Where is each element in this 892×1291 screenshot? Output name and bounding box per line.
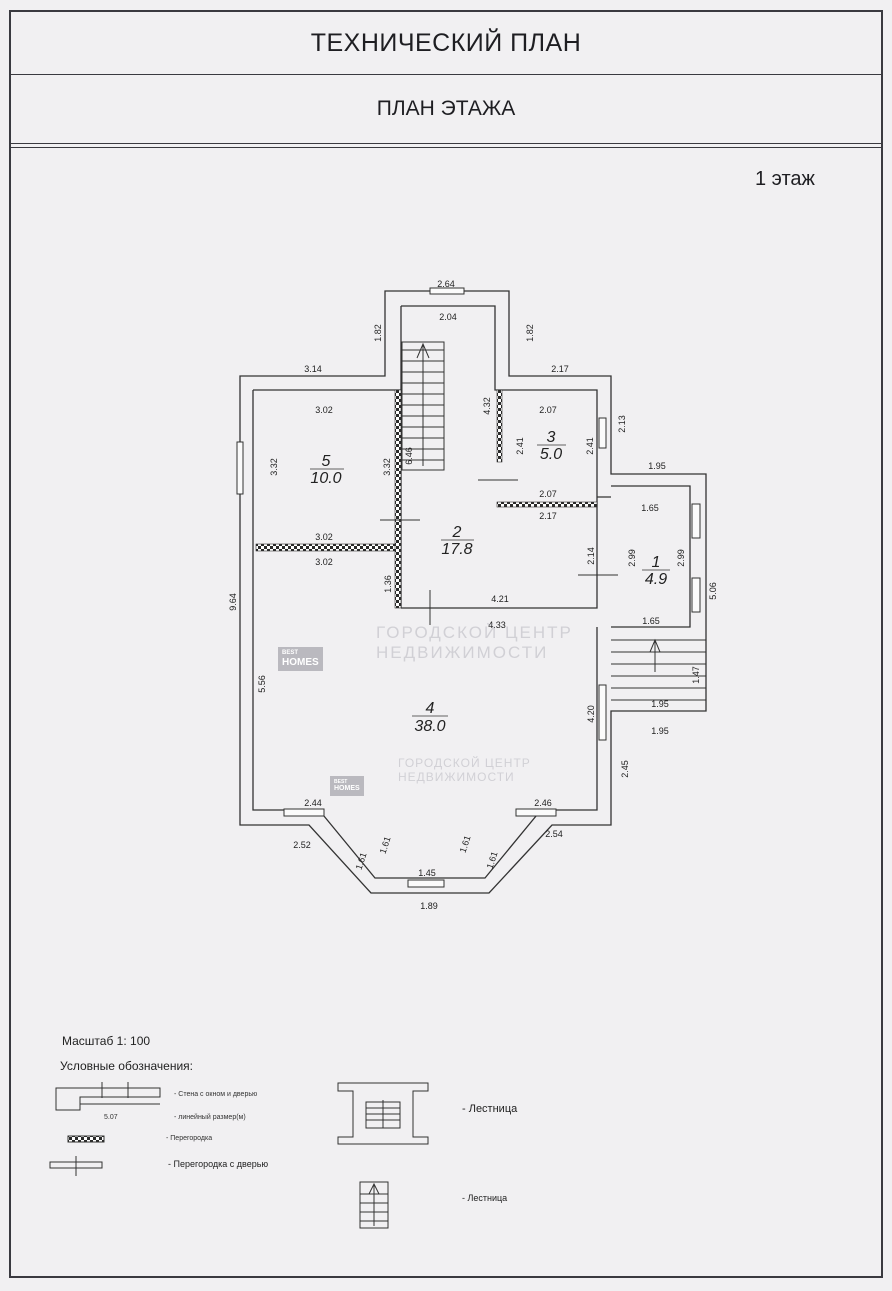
- window: [283, 808, 325, 817]
- dim-label: 5.56: [257, 675, 267, 693]
- dim-label: 1.45: [418, 868, 436, 878]
- dim-label: 5.06: [708, 582, 718, 600]
- watermark-logo: BEST HOMES: [330, 776, 364, 796]
- room-2-number: 2: [452, 524, 462, 541]
- window: [407, 879, 445, 888]
- watermark-logo: BEST HOMES: [278, 647, 323, 671]
- dim-label: 2.46: [534, 798, 552, 808]
- window: [515, 808, 557, 817]
- legend-stair-label-2: - Лестница: [462, 1193, 508, 1203]
- dim-label: 2.41: [515, 437, 525, 455]
- dim-label: 4.32: [482, 397, 492, 415]
- watermark-text: ГОРОДСКОЙ ЦЕНТР НЕДВИЖИМОСТИ: [398, 756, 531, 784]
- dim-label: 2.17: [539, 511, 557, 521]
- dim-label: 3.14: [304, 364, 322, 374]
- interior-staircase: [401, 341, 445, 471]
- dim-label: 2.64: [437, 279, 455, 289]
- document-title: ТЕХНИЧЕСКИЙ ПЛАН: [11, 12, 881, 75]
- dim-label: 4.20: [586, 705, 596, 723]
- legend-stair-label-1: - Лестница: [462, 1103, 518, 1115]
- window: [598, 417, 607, 449]
- dim-label: 3.02: [315, 557, 333, 567]
- windows: [236, 287, 701, 888]
- dim-label: 2.17: [551, 364, 569, 374]
- floor-label: 1 этаж: [755, 168, 815, 190]
- dim-label: 1.36: [383, 575, 393, 593]
- dim-label: 2.07: [539, 489, 557, 499]
- room-3-number: 3: [547, 429, 556, 446]
- partition-room3-bottom: [496, 501, 598, 508]
- dim-label: 9.64: [228, 593, 238, 611]
- dim-label: 1.95: [651, 699, 669, 709]
- room-1-area: 4.9: [645, 571, 667, 588]
- partition-stair-left: [394, 389, 402, 609]
- dim-label: 1.82: [373, 324, 383, 342]
- dim-label: 6.46: [404, 447, 414, 465]
- window: [236, 441, 244, 495]
- dim-label: 1.95: [648, 461, 666, 471]
- dim-label: 2.99: [676, 549, 686, 567]
- room-3-area: 5.0: [540, 446, 562, 463]
- legend-sample-dimension: 5.07: [104, 1114, 118, 1121]
- dimension-labels: 2.64 2.04 1.82 1.82 3.14 3.02 3.32 3.32 …: [228, 279, 718, 911]
- legend-partition-label: - Перегородка: [166, 1135, 213, 1142]
- dim-label: 1.61: [485, 850, 500, 870]
- document-subtitle: ПЛАН ЭТАЖА: [11, 75, 881, 144]
- dim-label: 1.65: [642, 616, 660, 626]
- dim-label: 1.95: [651, 726, 669, 736]
- scale-label: Масштаб 1: 100: [62, 1034, 151, 1048]
- dim-label: 2.45: [620, 760, 630, 778]
- partition-room5-room4: [255, 543, 399, 552]
- dim-label: 1.89: [420, 901, 438, 911]
- window: [429, 287, 465, 295]
- dim-label: 4.33: [488, 620, 506, 630]
- dim-label: 2.52: [293, 840, 311, 850]
- dim-label: 3.32: [269, 458, 279, 476]
- dim-label: 1.47: [691, 666, 701, 684]
- window: [691, 503, 701, 539]
- room-5-number: 5: [322, 453, 331, 470]
- partition-room3-left: [496, 389, 503, 463]
- window: [691, 577, 701, 613]
- legend-symbols: [49, 1082, 429, 1229]
- dim-label: 2.41: [585, 437, 595, 455]
- dim-label: 3.02: [315, 405, 333, 415]
- legend-partition-door-label: - Перегородка с дверью: [168, 1159, 269, 1169]
- dim-label: 4.21: [491, 594, 509, 604]
- room-labels: 5 10.0 2 17.8 3 5.0 1 4.9 4 38.0: [310, 429, 670, 735]
- legend-partition-symbol: [67, 1135, 105, 1143]
- room-1-number: 1: [652, 554, 661, 571]
- partitions: [255, 389, 598, 609]
- dim-label: 2.04: [439, 312, 457, 322]
- legend-heading: Условные обозначения:: [60, 1059, 193, 1073]
- dim-label: 1.82: [525, 324, 535, 342]
- drawing-sheet: ТЕХНИЧЕСКИЙ ПЛАН ПЛАН ЭТАЖА: [9, 10, 883, 1278]
- dim-label: 3.32: [382, 458, 392, 476]
- dim-label: 1.61: [378, 835, 393, 855]
- dim-label: 1.65: [641, 503, 659, 513]
- dim-label: 2.13: [617, 415, 627, 433]
- legend-linear-size-label: - линейный размер(м): [174, 1114, 246, 1121]
- legend-wall-label: - Стена с окном и дверью: [174, 1091, 258, 1098]
- dim-label: 3.02: [315, 532, 333, 542]
- room-5-area: 10.0: [310, 470, 341, 487]
- legend-stair-symbol-2: [359, 1181, 389, 1229]
- dim-label: 2.14: [586, 547, 596, 565]
- room-4-area: 38.0: [414, 718, 445, 735]
- watermark-text: ГОРОДСКОЙ ЦЕНТР НЕДВИЖИМОСТИ: [376, 623, 573, 662]
- legend-stair-symbol-1: [337, 1082, 429, 1145]
- dim-label: 2.07: [539, 405, 557, 415]
- window: [598, 684, 607, 741]
- title-block-bottom-line: [11, 147, 881, 148]
- dim-label: 1.61: [458, 834, 473, 854]
- room-4-number: 4: [426, 700, 435, 717]
- dim-label: 2.54: [545, 829, 563, 839]
- legend-wall-symbol: [55, 1087, 161, 1111]
- room-2-area: 17.8: [441, 541, 472, 558]
- door-marks: [380, 479, 618, 625]
- porch-staircase: [611, 638, 706, 701]
- dim-label: 2.99: [627, 549, 637, 567]
- dim-label: 2.44: [304, 798, 322, 808]
